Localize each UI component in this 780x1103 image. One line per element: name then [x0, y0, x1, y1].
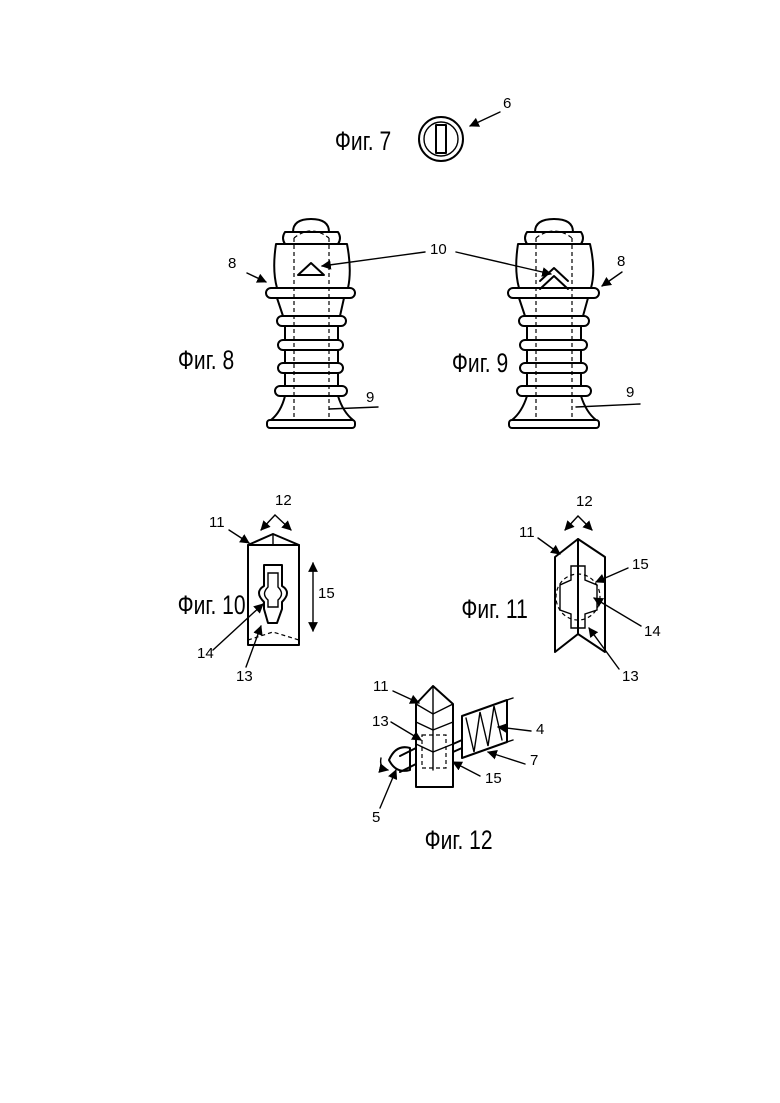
leader-arrow-12b-fig10	[275, 515, 291, 530]
leader-arrow-4-fig12	[498, 727, 531, 731]
figure-12-caption: Фиг. 12	[425, 826, 493, 856]
ref-10: 10	[430, 241, 447, 258]
ref-14-fig10: 14	[197, 645, 214, 662]
leader-arrow-11-fig10	[229, 530, 249, 543]
leader-arrow-6	[470, 112, 500, 126]
leader-line-9-left	[329, 407, 378, 409]
leader-arrow-15-fig12	[453, 762, 480, 776]
leader-arrow-10-left	[322, 252, 425, 266]
leader-arrow-8-left	[247, 273, 266, 282]
knob-drawing-left	[266, 219, 355, 428]
ref-5-fig12: 5	[372, 809, 380, 826]
ref-14-fig11: 14	[644, 623, 661, 640]
ref-11-fig12: 11	[373, 678, 389, 695]
ref-6: 6	[503, 95, 511, 112]
leader-arrow-12a-fig11	[565, 516, 578, 530]
ref-11-fig10: 11	[209, 514, 225, 531]
ref-9-right: 9	[626, 384, 634, 401]
ref-9-left: 9	[366, 389, 374, 406]
ref-13-fig11: 13	[622, 668, 639, 685]
ref-13-fig10: 13	[236, 668, 253, 685]
figure-12: Фиг. 12 11 13 4 7 15 5	[372, 678, 544, 856]
figure-9-caption: Фиг. 9	[452, 349, 508, 379]
figure-10: Фиг. 10 11 12 15 14 13	[178, 492, 335, 685]
leader-arrow-5-fig12	[380, 770, 396, 808]
leader-arrow-11-fig11	[538, 538, 560, 554]
ref-4-fig12: 4	[536, 721, 544, 738]
leader-arrow-11-fig12	[393, 691, 419, 703]
slot-button-drawing	[419, 117, 463, 161]
figure-7-caption: Фиг. 7	[335, 127, 391, 157]
ref-8-left: 8	[228, 255, 236, 272]
ref-15-fig10: 15	[318, 585, 335, 602]
leader-arrow-15-fig11	[596, 568, 628, 582]
prism-open-drawing	[555, 539, 605, 652]
leader-arrow-12b-fig11	[578, 516, 592, 530]
prism-front-drawing	[248, 534, 299, 645]
knob-drawing-right	[508, 219, 599, 428]
ref-11-fig11: 11	[519, 524, 535, 541]
figure-11: Фиг. 11 11 12 15 14 13	[461, 493, 660, 685]
ref-12-fig11: 12	[576, 493, 593, 510]
chevron-marker	[540, 268, 568, 289]
figure-7: Фиг. 7 6	[335, 95, 511, 161]
figure-10-caption: Фиг. 10	[178, 591, 246, 621]
figure-8: Фиг. 8 8 9	[178, 219, 378, 428]
leader-arrow-8-right	[602, 272, 622, 286]
figure-11-caption: Фиг. 11	[461, 595, 527, 625]
ref-15-fig12: 15	[485, 770, 502, 787]
figure-8-caption: Фиг. 8	[178, 346, 234, 376]
ref-12-fig10: 12	[275, 492, 292, 509]
ref-15-fig11: 15	[632, 556, 649, 573]
leader-arrow-10-right	[456, 252, 551, 274]
leader-arrow-12a-fig10	[261, 515, 275, 530]
ref-13-fig12: 13	[372, 713, 389, 730]
leader-arrow-7-fig12	[488, 752, 525, 764]
figure-9: Фиг. 9 8 9	[452, 219, 640, 428]
ref-7-fig12: 7	[530, 752, 538, 769]
ref-8-right: 8	[617, 253, 625, 270]
triangle-marker	[298, 263, 324, 275]
leader-arrow-14-fig11	[594, 598, 641, 626]
